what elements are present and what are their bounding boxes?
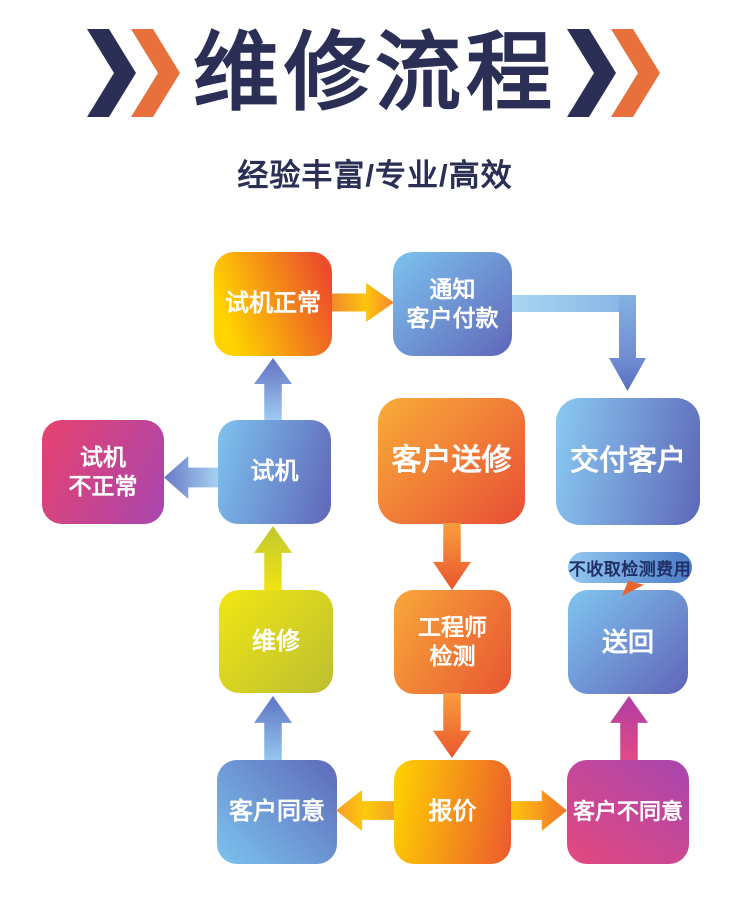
double-chevron-icon — [87, 29, 180, 118]
page-subtitle: 经验丰富/专业/高效 — [237, 158, 513, 193]
poster-header: 维修流程 — [0, 26, 750, 121]
arrow-testrun-to-testok-icon — [254, 358, 292, 420]
node-send-back: 送回 — [568, 590, 688, 694]
node-notify-payment: 通知 客户付款 — [393, 252, 512, 356]
arrow-notify-to-deliver-hline-icon — [512, 295, 636, 312]
arrow-notify-to-deliver-vline-icon — [619, 295, 636, 359]
node-customer-agree: 客户同意 — [217, 760, 337, 864]
arrow-test-ok-to-notify-icon — [332, 283, 394, 322]
node-test-run: 试机 — [218, 420, 331, 524]
arrow-send-to-engineer-icon — [433, 523, 471, 590]
repair-flowchart: 试机正常 通知 客户付款 交付客户 试机 不正常 试机 客户送修 送回 维修 工… — [0, 250, 750, 900]
arrow-disagree-to-sendback-icon — [610, 696, 648, 760]
arrow-quote-to-disagree-icon — [511, 790, 567, 831]
chevron-right-icon-left-group — [87, 29, 183, 118]
no-fee-speech-bubble: 不收取检测费用 — [568, 552, 692, 583]
arrow-engineer-to-quote-icon — [433, 693, 471, 758]
node-quote: 报价 — [394, 760, 511, 864]
chevron-right-icon-right-group — [567, 29, 663, 118]
arrow-quote-to-agree-icon — [336, 790, 394, 831]
arrow-agree-to-repair-icon — [254, 696, 292, 760]
arrow-repair-to-testrun-icon — [254, 526, 292, 590]
node-test-ok: 试机正常 — [214, 252, 332, 356]
arrow-testrun-to-testfail-icon — [164, 456, 218, 499]
arrow-notify-to-deliver-head-icon — [609, 358, 646, 391]
node-customer-disagree: 客户不同意 — [567, 760, 689, 864]
node-engineer-check: 工程师 检测 — [394, 590, 511, 694]
node-repair: 维修 — [219, 590, 333, 693]
double-chevron-icon — [567, 29, 660, 118]
page-title: 维修流程 — [193, 25, 557, 121]
node-deliver-customer: 交付客户 — [556, 398, 700, 525]
node-customer-send: 客户送修 — [378, 398, 525, 524]
node-test-fail: 试机 不正常 — [42, 420, 164, 524]
